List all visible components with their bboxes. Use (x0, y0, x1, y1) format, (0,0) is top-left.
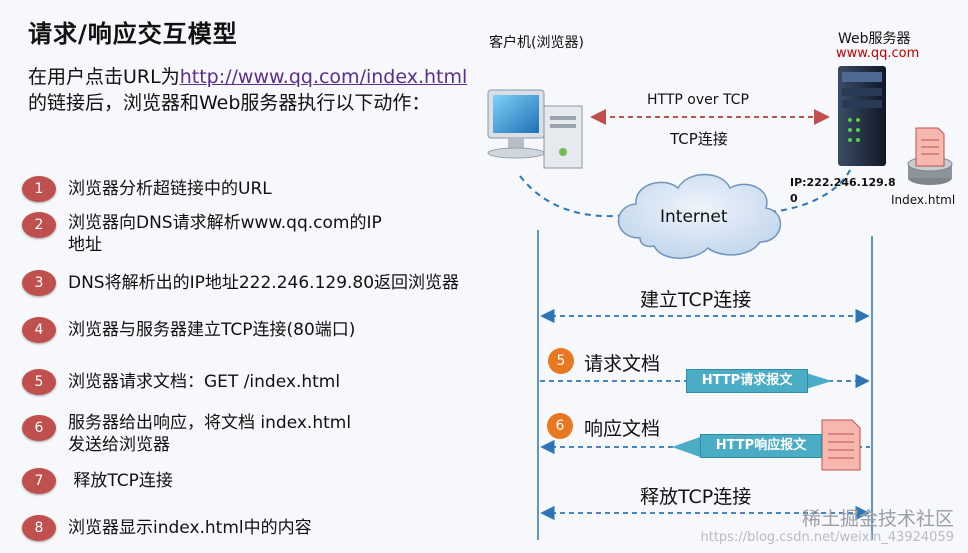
tcp-connection-label: TCP连接 (670, 130, 728, 148)
step-text: 浏览器向DNS请求解析www.qq.com的IP 地址 (68, 212, 382, 256)
step-4: 4 浏览器与服务器建立TCP连接(80端口) (22, 317, 355, 343)
step-text: DNS将解析出的IP地址222.246.129.80返回浏览器 (68, 273, 460, 293)
url-link[interactable]: http://www.qq.com/index.html (179, 66, 468, 88)
step-text-line2: 发送给浏览器 (68, 435, 170, 455)
step-badge: 4 (22, 317, 56, 343)
step-text: 服务器给出响应，将文档 index.html 发送给浏览器 (68, 412, 351, 456)
intro-text: 在用户点击URL为http://www.qq.com/index.html 的链… (28, 64, 467, 116)
server-internet-link (769, 169, 851, 213)
internet-label: Internet (660, 207, 728, 227)
step-5: 5 浏览器请求文档：GET /index.html (22, 369, 340, 395)
step-text-line1: 服务器给出响应，将文档 index.html (68, 413, 352, 433)
step-text: 浏览器与服务器建立TCP连接(80端口) (68, 320, 356, 340)
intro-prefix: 在用户点击URL为 (28, 66, 180, 88)
step-7: 7 释放TCP连接 (22, 468, 173, 494)
step-3: 3 DNS将解析出的IP地址222.246.129.80返回浏览器 (22, 270, 459, 296)
watermark-site: 稀土掘金技术社区 (801, 508, 954, 530)
request-badge: 5 (548, 348, 574, 374)
step-badge: 6 (22, 415, 56, 441)
step-text: 释放TCP连接 (68, 471, 173, 491)
release-label: 释放TCP连接 (640, 486, 752, 508)
step-6: 6 服务器给出响应，将文档 index.html 发送给浏览器 (22, 412, 351, 456)
step-8: 8 浏览器显示index.html中的内容 (22, 515, 312, 541)
server-icon (838, 66, 886, 166)
client-internet-link (519, 175, 643, 218)
step-text-line2: 地址 (68, 235, 102, 255)
index-file-label: Index.html (891, 193, 956, 207)
step-badge: 3 (22, 270, 56, 296)
ip-label-cont: 0 (790, 192, 798, 205)
client-computer-icon (487, 89, 583, 169)
step-badge: 1 (22, 176, 56, 202)
index-file-icon (907, 127, 953, 185)
response-document-icon (821, 419, 861, 471)
http-over-tcp-label: HTTP over TCP (647, 92, 749, 108)
response-badge: 6 (547, 413, 573, 439)
step-2: 2 浏览器向DNS请求解析www.qq.com的IP 地址 (22, 212, 382, 256)
response-message-box: HTTP响应报文 (700, 434, 822, 458)
step-badge: 5 (22, 369, 56, 395)
step-badge: 7 (22, 468, 56, 494)
client-label: 客户机(浏览器) (489, 35, 584, 51)
step-badge: 2 (22, 212, 56, 238)
step-text: 浏览器请求文档：GET /index.html (68, 372, 341, 392)
establish-label: 建立TCP连接 (640, 289, 752, 311)
ip-label: IP:222.246.129.8 (790, 176, 896, 189)
step-1: 1 浏览器分析超链接中的URL (22, 176, 272, 202)
request-arrowhead (806, 373, 832, 389)
response-label: 响应文档 (584, 418, 661, 440)
server-label: Web服务器 (838, 31, 911, 47)
page-title: 请求/响应交互模型 (28, 20, 238, 48)
intro-line2: 的链接后，浏览器和Web服务器执行以下动作： (28, 92, 431, 114)
step-text-line1: 浏览器向DNS请求解析www.qq.com的IP (68, 213, 382, 233)
server-host: www.qq.com (836, 46, 920, 61)
watermark-url: https://blog.csdn.net/weixin_43924059 (700, 530, 954, 545)
step-text: 浏览器分析超链接中的URL (68, 179, 272, 199)
step-badge: 8 (22, 515, 56, 541)
step-text: 浏览器显示index.html中的内容 (68, 518, 312, 538)
internet-cloud-icon (617, 173, 782, 259)
request-message-box: HTTP请求报文 (686, 369, 808, 393)
request-label: 请求文档 (584, 353, 661, 375)
response-arrowhead (672, 437, 700, 457)
